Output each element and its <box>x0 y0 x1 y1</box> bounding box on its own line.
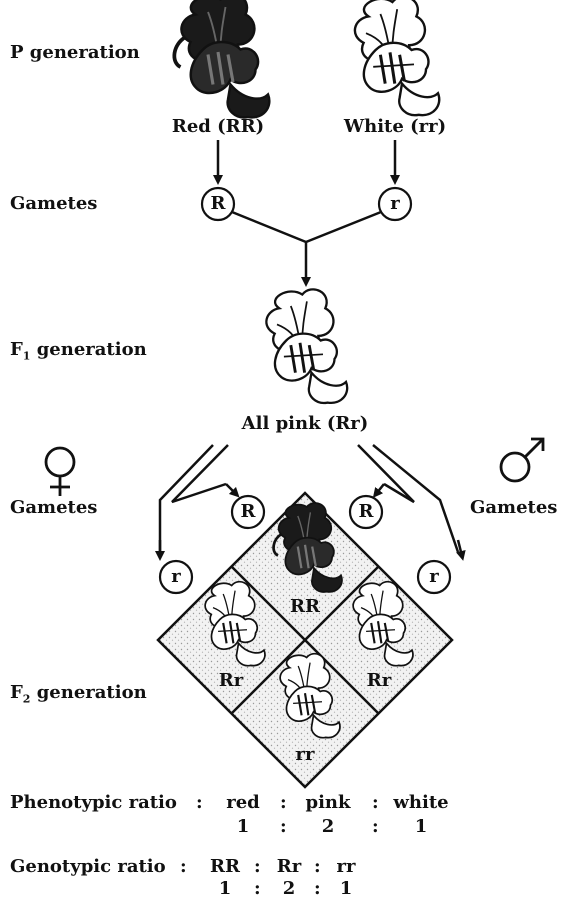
punnett-cell-bottom: rr <box>295 744 315 765</box>
gamete-male-r: r <box>429 566 439 587</box>
p-generation-label: P generation <box>10 42 140 63</box>
genotypic-value: 1 <box>339 878 353 899</box>
red-parent-label: Red (RR) <box>171 116 265 137</box>
red-flower-icon <box>172 0 272 120</box>
f2-generation-label: F2 generation <box>10 682 147 706</box>
genotypic-sep-1: : <box>254 856 261 877</box>
gamete-male-R: R <box>358 501 374 522</box>
phenotypic-term: pink <box>305 792 351 813</box>
gamete-circle-p-R <box>200 186 236 222</box>
gamete-circle-male-r <box>416 559 452 595</box>
male-branch-lower <box>372 444 460 553</box>
gametes-label-male: Gametes <box>470 497 558 518</box>
gamete-circle-female-r <box>158 559 194 595</box>
genotypic-value: 1 <box>218 878 232 899</box>
genotypic-term: Rr <box>276 856 302 877</box>
phenotypic-value: 2 <box>321 816 335 837</box>
male-branch-upper <box>357 444 415 504</box>
merge-line-right <box>305 210 382 244</box>
male-symbol-icon <box>499 437 545 483</box>
phenotypic-value-sep-1: : <box>280 816 287 837</box>
gametes-label-female: Gametes <box>10 497 98 518</box>
gamete-p-r: r <box>390 193 400 214</box>
male-arrow-r <box>455 539 466 561</box>
pink-flower-icon <box>264 287 349 405</box>
merge-line-left <box>231 210 307 244</box>
gametes-label-1: Gametes <box>10 193 98 214</box>
genotypic-term: RR <box>210 856 240 877</box>
genotypic-sep-0: : <box>180 856 187 877</box>
gamete-circle-female-R <box>230 494 266 530</box>
phenotypic-term: white <box>393 792 449 813</box>
gamete-circle-p-r <box>377 186 413 222</box>
white-flower-icon <box>353 0 441 117</box>
genotypic-value: 2 <box>282 878 296 899</box>
punnett-cell-top: RR <box>290 596 320 617</box>
phenotypic-value: 1 <box>236 816 250 837</box>
punnett-divider-2 <box>230 565 380 715</box>
genotypic-value-sep-2: : <box>314 878 321 899</box>
phenotypic-term: red <box>226 792 260 813</box>
genotypic-value-sep-1: : <box>254 878 261 899</box>
phenotypic-sep-1: : <box>280 792 287 813</box>
male-arrow-R <box>372 483 385 498</box>
phenotypic-value-sep-2: : <box>372 816 379 837</box>
genotypic-sep-2: : <box>314 856 321 877</box>
gamete-p-R: R <box>210 193 226 214</box>
f1-generation-label: F1 generation <box>10 339 147 363</box>
gamete-circle-male-R <box>348 494 384 530</box>
phenotypic-sep-0: : <box>196 792 203 813</box>
gamete-female-R: R <box>240 501 256 522</box>
phenotypic-sep-2: : <box>372 792 379 813</box>
punnett-cell-left: Rr <box>218 670 244 691</box>
white-parent-label: White (rr) <box>343 116 447 137</box>
phenotypic-value: 1 <box>414 816 428 837</box>
genotypic-term: rr <box>336 856 356 877</box>
female-arrow-R <box>225 483 240 498</box>
female-branch-lower <box>158 444 214 552</box>
female-symbol-icon <box>44 446 76 496</box>
genotypic-ratio-label: Genotypic ratio <box>10 856 166 877</box>
phenotypic-ratio-label: Phenotypic ratio <box>10 792 177 813</box>
female-branch-upper <box>171 444 229 504</box>
gamete-female-r: r <box>171 566 181 587</box>
f1-label: All pink (Rr) <box>241 413 369 434</box>
punnett-cell-right: Rr <box>366 670 392 691</box>
